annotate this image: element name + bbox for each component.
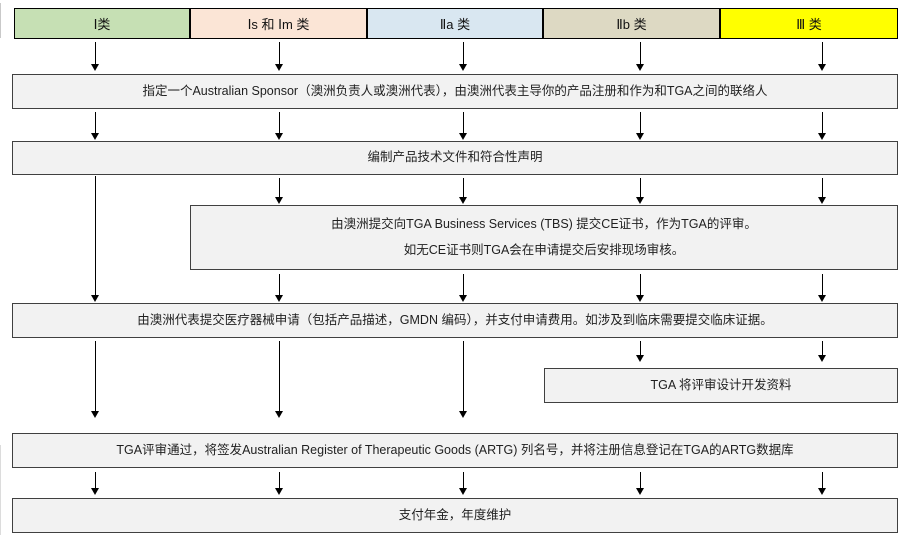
- class-header-class-2a: Ⅱa 类: [367, 8, 543, 39]
- flow-arrow-down-icon: [275, 341, 283, 418]
- class-header-label: Ⅱb 类: [616, 17, 647, 32]
- flow-arrow-down-icon: [91, 176, 99, 302]
- gridline-fragment: [0, 3, 1, 38]
- step-appoint-sponsor: 指定一个Australian Sponsor（澳洲负责人或澳洲代表），由澳洲代表…: [12, 74, 898, 109]
- flow-arrow-down-icon: [459, 341, 467, 418]
- flow-arrow-down-icon: [818, 178, 826, 204]
- class-header-class-1s-1m: Ⅰs 和 Ⅰm 类: [190, 8, 367, 39]
- flow-arrow-down-icon: [636, 472, 644, 495]
- step-text: 支付年金，年度维护: [398, 507, 512, 522]
- flow-arrow-down-icon: [91, 472, 99, 495]
- step-text-line-1: 由澳洲提交向TGA Business Services (TBS) 提交CE证书…: [331, 216, 757, 231]
- flow-arrow-down-icon: [636, 341, 644, 362]
- flow-arrow-down-icon: [275, 472, 283, 495]
- flow-arrow-down-icon: [459, 178, 467, 204]
- flow-arrow-down-icon: [275, 178, 283, 204]
- class-header-label: Ⅱa 类: [439, 17, 471, 32]
- step-text: 指定一个Australian Sponsor（澳洲负责人或澳洲代表），由澳洲代表…: [142, 83, 768, 98]
- flow-arrow-down-icon: [818, 341, 826, 362]
- step-design-dossier-review: TGA 将评审设计开发资料: [544, 368, 898, 403]
- flow-arrow-down-icon: [275, 112, 283, 140]
- class-header-label: Ⅲ 类: [796, 17, 822, 32]
- flow-arrow-down-icon: [459, 42, 467, 71]
- flow-arrow-down-icon: [636, 178, 644, 204]
- gridline-fragment: [0, 445, 1, 535]
- class-header-class-1: Ⅰ类: [14, 8, 190, 39]
- flow-arrow-down-icon: [91, 112, 99, 140]
- class-header-label: Ⅰ类: [93, 17, 111, 32]
- step-ce-certificate-review: 由澳洲提交向TGA Business Services (TBS) 提交CE证书…: [190, 205, 898, 270]
- flow-arrow-down-icon: [459, 112, 467, 140]
- flow-arrow-down-icon: [818, 274, 826, 302]
- class-header-class-2b: Ⅱb 类: [543, 8, 720, 39]
- flow-arrow-down-icon: [91, 341, 99, 418]
- flow-arrow-down-icon: [275, 42, 283, 71]
- step-submit-application: 由澳洲代表提交医疗器械申请（包括产品描述，GMDN 编码），并支付申请费用。如涉…: [12, 303, 898, 338]
- flow-arrow-down-icon: [818, 42, 826, 71]
- class-header-class-3: Ⅲ 类: [720, 8, 898, 39]
- step-artg-listing: TGA评审通过，将签发Australian Register of Therap…: [12, 433, 898, 468]
- flow-arrow-down-icon: [459, 274, 467, 302]
- flow-arrow-down-icon: [459, 472, 467, 495]
- flow-arrow-down-icon: [636, 112, 644, 140]
- class-header-label: Ⅰs 和 Ⅰm 类: [247, 17, 310, 32]
- flow-arrow-down-icon: [818, 112, 826, 140]
- flow-arrow-down-icon: [818, 472, 826, 495]
- step-text: 编制产品技术文件和符合性声明: [367, 150, 543, 165]
- step-annual-maintenance: 支付年金，年度维护: [12, 498, 898, 533]
- step-text: TGA评审通过，将签发Australian Register of Therap…: [116, 442, 794, 457]
- step-text-line-2: 如无CE证书则TGA会在申请提交后安排现场审核。: [403, 242, 685, 257]
- step-text: TGA 将评审设计开发资料: [650, 377, 792, 392]
- flow-arrow-down-icon: [636, 274, 644, 302]
- step-technical-documentation: 编制产品技术文件和符合性声明: [12, 141, 898, 175]
- flow-arrow-down-icon: [91, 42, 99, 71]
- flow-arrow-down-icon: [636, 42, 644, 71]
- step-text: 由澳洲代表提交医疗器械申请（包括产品描述，GMDN 编码），并支付申请费用。如涉…: [137, 312, 773, 327]
- flow-arrow-down-icon: [275, 274, 283, 302]
